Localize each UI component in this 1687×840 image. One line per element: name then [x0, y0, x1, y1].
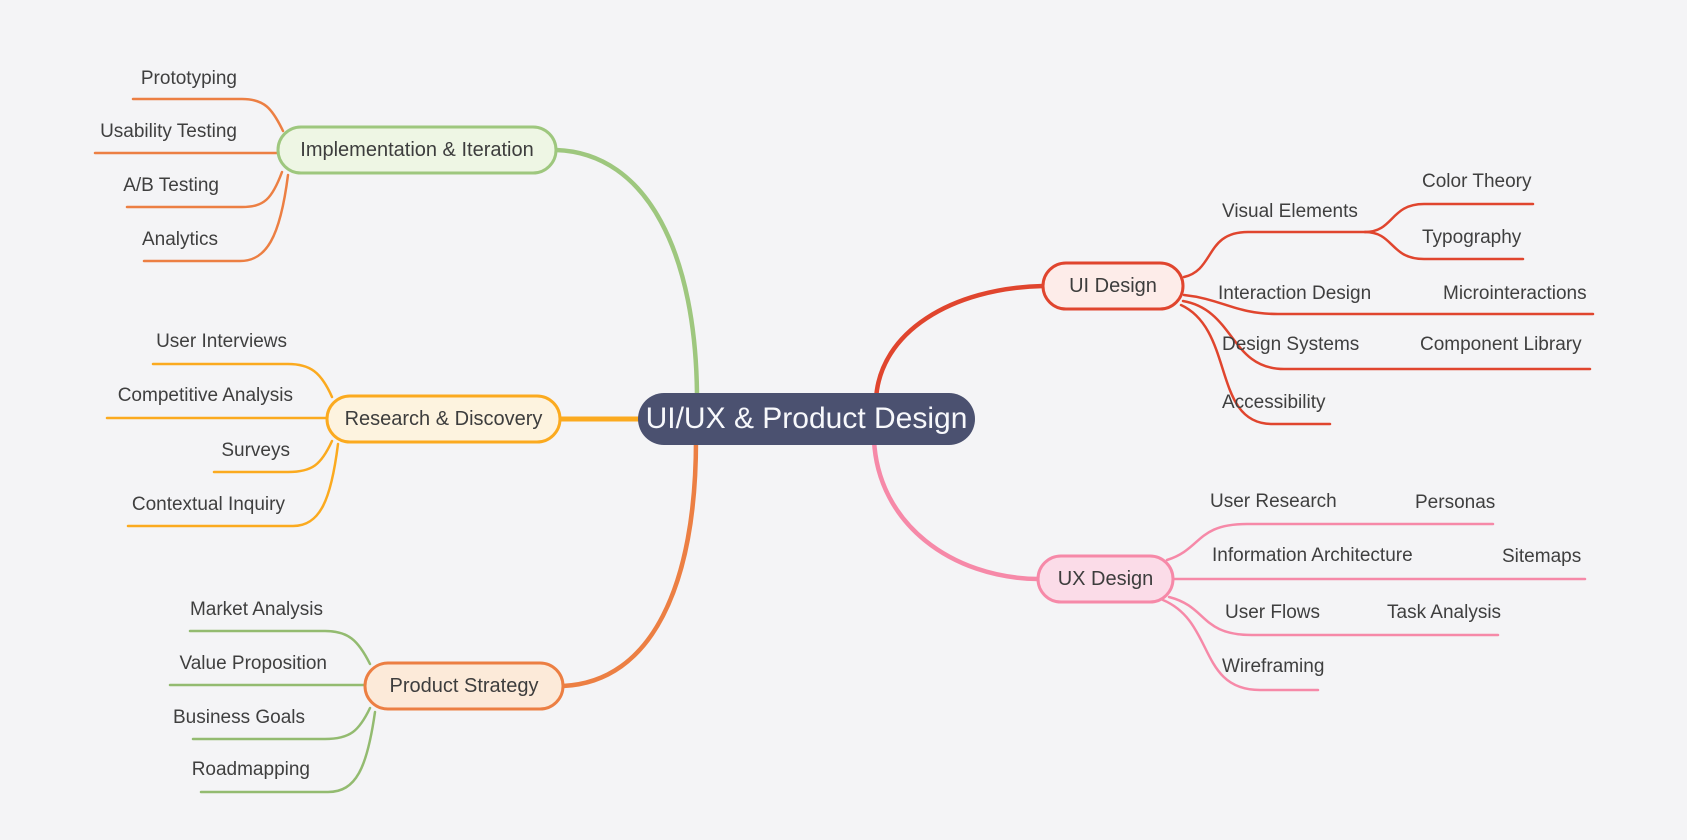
node-wireframing[interactable]: Wireframing [1222, 656, 1325, 677]
ui-design-node-label: UI Design [1069, 274, 1157, 297]
link-roadmapping [199, 710, 377, 794]
node-competitive-analysis[interactable]: Competitive Analysis [117, 385, 293, 406]
link-contextual-inquiry [126, 442, 340, 528]
product-strategy-node-pill[interactable] [363, 661, 565, 711]
link-user-flows-task-analysis [1167, 595, 1500, 637]
root-node-pill[interactable] [638, 393, 975, 445]
link-accessibility [1179, 303, 1332, 426]
link-interaction-design-microinteractions [1182, 293, 1595, 316]
node-sitemaps[interactable]: Sitemaps [1502, 546, 1582, 567]
product-strategy-node-label: Product Strategy [389, 674, 539, 697]
node-ab-testing[interactable]: A/B Testing [123, 175, 219, 196]
node-task-analysis[interactable]: Task Analysis [1387, 602, 1502, 623]
link-ab-testing [125, 170, 284, 209]
node-user-flows[interactable]: User Flows [1225, 602, 1321, 623]
ux-design-node-pill[interactable] [1036, 554, 1175, 604]
node-component-library[interactable]: Component Library [1420, 334, 1582, 355]
node-surveys[interactable]: Surveys [221, 440, 290, 461]
node-value-proposition[interactable]: Value Proposition [179, 653, 327, 674]
implementation-iteration-node-pill[interactable] [276, 125, 558, 175]
link-market-analysis [188, 629, 372, 666]
implementation-iteration-node-label: Implementation & Iteration [300, 138, 534, 161]
node-business-goals[interactable]: Business Goals [172, 707, 305, 728]
link-typography [1363, 230, 1525, 261]
node-analytics[interactable]: Analytics [141, 229, 218, 250]
link-center-implementation [553, 147, 700, 403]
node-personas[interactable]: Personas [1415, 492, 1496, 513]
node-visual-elements[interactable]: Visual Elements [1222, 201, 1358, 222]
research-discovery-node-label: Research & Discovery [344, 407, 543, 430]
link-center-product-strategy [560, 437, 699, 689]
link-center-ux-design [871, 437, 1041, 582]
node-design-systems[interactable]: Design Systems [1222, 334, 1360, 355]
node-interaction-design[interactable]: Interaction Design [1218, 283, 1372, 304]
node-accessibility[interactable]: Accessibility [1222, 392, 1326, 413]
ux-design-node-label: UX Design [1057, 567, 1154, 590]
root-node-label: UI/UX & Product Design [645, 402, 968, 435]
node-microinteractions[interactable]: Microinteractions [1443, 283, 1587, 304]
link-design-systems-component-library [1181, 299, 1592, 371]
link-wireframing [1161, 598, 1320, 692]
link-center-ui-design [873, 283, 1046, 403]
link-business-goals [191, 706, 372, 741]
research-discovery-node-pill[interactable] [325, 394, 562, 444]
node-roadmapping[interactable]: Roadmapping [191, 759, 310, 780]
link-analytics [142, 173, 290, 263]
node-usability-testing[interactable]: Usability Testing [100, 121, 237, 142]
node-contextual-inquiry[interactable]: Contextual Inquiry [131, 494, 285, 515]
link-surveys [212, 439, 334, 474]
link-visual-elements [1182, 230, 1367, 279]
link-prototyping [131, 97, 285, 133]
node-user-interviews[interactable]: User Interviews [156, 331, 287, 352]
ui-design-node-pill[interactable] [1041, 261, 1185, 311]
node-market-analysis[interactable]: Market Analysis [189, 599, 323, 620]
node-color-theory[interactable]: Color Theory [1422, 171, 1532, 192]
node-information-architecture[interactable]: Information Architecture [1212, 545, 1413, 566]
link-user-interviews [151, 362, 334, 399]
link-color-theory [1363, 202, 1535, 234]
node-prototyping[interactable]: Prototyping [140, 68, 237, 89]
node-typography[interactable]: Typography [1422, 227, 1522, 248]
link-user-research-personas [1165, 522, 1495, 562]
node-user-research[interactable]: User Research [1210, 491, 1337, 512]
